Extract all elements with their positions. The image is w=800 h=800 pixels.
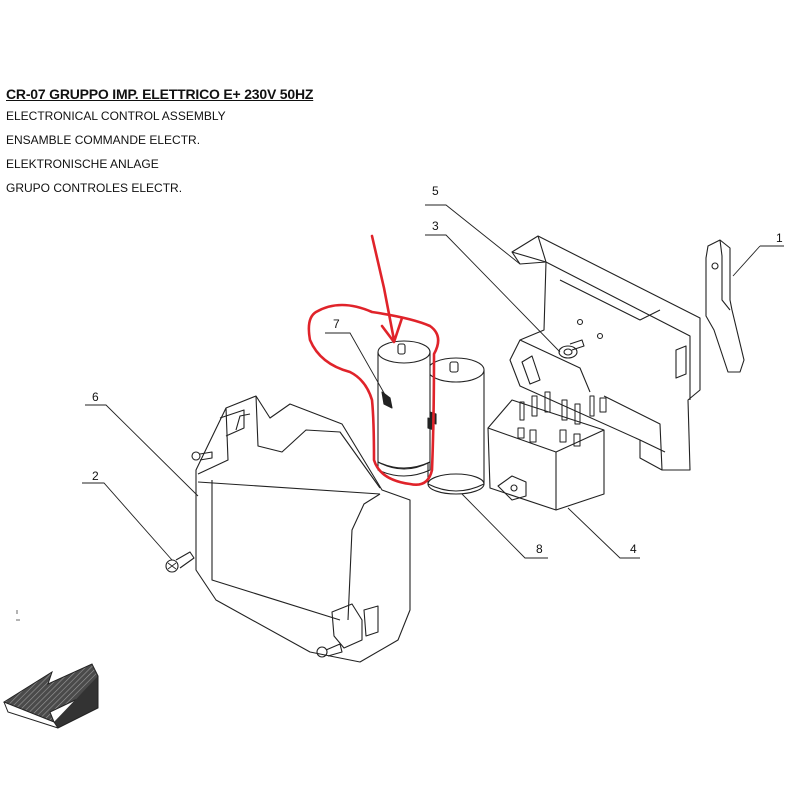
callout-5: 5 (432, 184, 439, 198)
callout-8: 8 (536, 542, 543, 556)
diagram-title: CR-07 GRUPPO IMP. ELETTRICO E+ 230V 50HZ (6, 86, 314, 102)
subtitle-es: GRUPO CONTROLES ELECTR. (6, 181, 183, 195)
cover-part-6 (191, 395, 411, 663)
lever-part-1 (705, 239, 745, 373)
highlight-arrow (370, 234, 404, 344)
subtitle-fr: ENSAMBLE COMMANDE ELECTR. (6, 133, 201, 147)
relay-part-4 (487, 391, 607, 511)
small-mark (16, 610, 20, 621)
callout-7: 7 (333, 317, 340, 331)
screw-part-2 (165, 551, 195, 573)
direction-arrow-icon (2, 663, 99, 729)
cover-screw (316, 643, 343, 658)
capacitor-part-7 (377, 340, 435, 477)
diagram-header: CR-07 GRUPPO IMP. ELETTRICO E+ 230V 50HZ… (6, 86, 313, 204)
callout-1: 1 (776, 231, 783, 245)
cover-screw (191, 451, 213, 461)
subtitle-de: ELEKTRONISCHE ANLAGE (6, 157, 159, 171)
callout-3: 3 (432, 219, 439, 233)
leader-lines (82, 204, 784, 561)
pin-part-3 (558, 339, 585, 359)
callout-2: 2 (92, 469, 99, 483)
callout-4: 4 (630, 542, 637, 556)
red-highlight-annotation (307, 234, 440, 486)
capacitor-part-8 (427, 357, 485, 495)
subtitle-en: ELECTRONICAL CONTROL ASSEMBLY (6, 109, 226, 123)
callout-6: 6 (92, 390, 99, 404)
highlight-outline (307, 303, 440, 486)
